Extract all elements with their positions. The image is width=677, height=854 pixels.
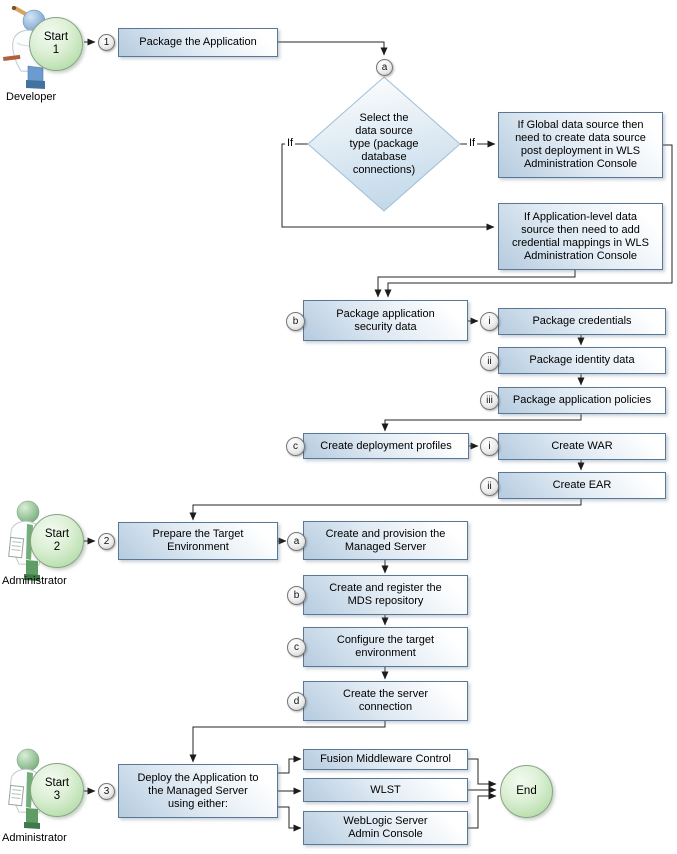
start-3-number: 3 <box>53 790 61 802</box>
start-1-label: Start <box>43 31 69 43</box>
node-deploy-the-application: Deploy the Application to the Managed Se… <box>118 764 278 818</box>
node-prepare-the-target-environment: Prepare the Target Environment <box>118 522 278 560</box>
start-1-terminal: Start 1 <box>29 17 83 71</box>
start-2-label: Start <box>44 528 70 540</box>
node-label: If Global data source then need to creat… <box>515 119 646 170</box>
start-2-number: 2 <box>53 541 61 553</box>
node-package-application-policies: Package application policies <box>498 387 666 414</box>
node-application-level-data-source: If Application-level data source then ne… <box>498 203 663 270</box>
node-label: Deploy the Application to the Managed Se… <box>137 771 259 810</box>
administrator-label: Administrator <box>2 832 67 844</box>
badge-i: i <box>480 312 499 331</box>
decision-select-data-source-type: Select the data source type (package dat… <box>349 112 419 176</box>
node-label: Create deployment profiles <box>320 439 452 452</box>
node-create-deployment-profiles: Create deployment profiles <box>303 433 469 459</box>
node-label: Package credentials <box>532 315 632 327</box>
node-package-identity-data: Package identity data <box>498 347 666 374</box>
badge-step-3: 3 <box>98 783 115 800</box>
node-create-the-server-connection: Create the server connection <box>303 681 468 721</box>
node-label: Package identity data <box>529 354 635 366</box>
start-1-number: 1 <box>52 44 60 56</box>
node-label: Prepare the Target Environment <box>152 528 244 553</box>
start-3-label: Start <box>44 777 70 789</box>
start-3-terminal: Start 3 <box>30 763 84 817</box>
node-weblogic-server-admin-console: WebLogic Server Admin Console <box>303 811 468 845</box>
badge-ii: ii <box>480 477 499 496</box>
node-label: Configure the target environment <box>336 634 435 659</box>
end-label: End <box>516 785 537 797</box>
node-label: Package application security data <box>336 307 435 333</box>
node-configure-the-target-environment: Configure the target environment <box>303 627 468 667</box>
node-label: Create WAR <box>551 440 613 452</box>
start-2-terminal: Start 2 <box>30 514 84 568</box>
node-create-and-provision-managed-server: Create and provision the Managed Server <box>303 521 468 560</box>
if-left-label: If <box>285 137 296 150</box>
node-create-war: Create WAR <box>498 433 666 460</box>
badge-a: a <box>287 532 306 551</box>
badge-c: c <box>286 437 305 456</box>
node-label: Create the server connection <box>343 688 428 713</box>
node-label: Package application policies <box>512 394 652 406</box>
node-label: Create EAR <box>552 479 612 491</box>
badge-ii: ii <box>480 352 499 371</box>
node-fusion-middleware-control: Fusion Middleware Control <box>303 749 468 770</box>
node-label: Create and provision the Managed Server <box>325 527 446 553</box>
node-label: Fusion Middleware Control <box>320 753 451 765</box>
node-global-data-source: If Global data source then need to creat… <box>498 112 663 178</box>
node-package-application-security-data: Package application security data <box>303 300 468 341</box>
if-right-label: If <box>467 137 478 150</box>
badge-step-2: 2 <box>98 533 115 550</box>
node-create-ear: Create EAR <box>498 472 666 499</box>
badge-a: a <box>376 59 393 76</box>
node-package-credentials: Package credentials <box>498 308 666 335</box>
node-label: If Application-level data source then ne… <box>512 210 649 262</box>
badge-d: d <box>287 692 306 711</box>
badge-i: i <box>480 437 499 456</box>
node-wlst: WLST <box>303 778 468 802</box>
badge-b: b <box>287 586 306 605</box>
badge-b: b <box>286 312 305 331</box>
administrator-label: Administrator <box>2 575 67 587</box>
node-package-the-application: Package the Application <box>118 28 278 57</box>
node-label: Package the Application <box>139 36 257 48</box>
badge-c: c <box>287 638 306 657</box>
badge-iii: iii <box>480 391 499 410</box>
end-terminal: End <box>500 765 553 818</box>
node-create-and-register-mds-repository: Create and register the MDS repository <box>303 575 468 615</box>
developer-label: Developer <box>6 91 57 103</box>
node-label: WLST <box>370 783 401 796</box>
node-label: Create and register the MDS repository <box>329 582 442 607</box>
node-label: WebLogic Server Admin Console <box>343 815 428 840</box>
badge-step-1: 1 <box>98 34 115 51</box>
